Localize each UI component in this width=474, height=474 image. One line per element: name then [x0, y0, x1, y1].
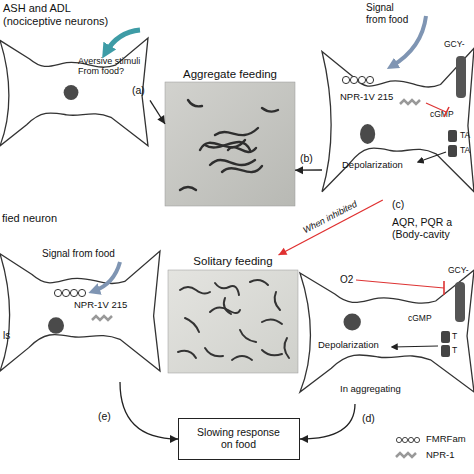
- process-text: Depolarization: [318, 340, 398, 351]
- worm: [224, 298, 231, 314]
- worm: [210, 307, 240, 313]
- panel-title: Aggregate feeding: [165, 68, 295, 81]
- oxygen-label: O2: [340, 274, 360, 286]
- neuron-cell: fied neuronSignal from foodNPR-1V 215 ls: [0, 212, 160, 382]
- worm: [180, 187, 196, 190]
- peptide-circle: [414, 437, 419, 442]
- worm: [200, 140, 245, 150]
- worm: [205, 142, 250, 150]
- worms-scattered: [178, 280, 289, 360]
- worm: [250, 280, 268, 285]
- connector: [295, 169, 322, 170]
- channel-name: T: [452, 346, 464, 356]
- connector: [120, 382, 178, 439]
- worm: [210, 160, 255, 165]
- channel-name: TA: [460, 146, 474, 156]
- worm: [180, 287, 210, 294]
- worm: [228, 147, 256, 152]
- worm: [275, 292, 280, 310]
- process-box: Slowing response on food: [178, 418, 300, 460]
- box-text: Slowing response on food: [191, 426, 286, 450]
- worm: [262, 350, 282, 355]
- cell-membrane: [300, 270, 474, 392]
- connector: [300, 404, 355, 439]
- receptor-name: NPR-1V 215: [74, 300, 154, 311]
- messenger-name: cGMP: [408, 314, 448, 324]
- photo-aggregate: [165, 82, 295, 206]
- annotation-text: When inhibited: [292, 194, 368, 240]
- cell-membrane: [0, 251, 160, 371]
- peptide-circle: [396, 437, 401, 442]
- legend-peptide-sample: [396, 437, 419, 442]
- edge-label: (c): [392, 198, 416, 210]
- neuron-cell: ASH and ADL (nociceptive neurons) Aversiv…: [0, 0, 150, 152]
- signal-text: Signal from food: [42, 248, 142, 260]
- edge-label: (d): [362, 412, 386, 424]
- legend-receptor-sample: [396, 453, 416, 457]
- cropped-text: ls: [3, 330, 23, 342]
- photo-solitary: [168, 270, 298, 373]
- arrow-head: [295, 166, 303, 174]
- worm-clump: [180, 100, 278, 190]
- process-text: Depolarization: [342, 160, 422, 171]
- panel-title: Solitary feeding: [168, 255, 298, 268]
- neuron-outline: [0, 28, 148, 152]
- messenger-name: cGMP: [430, 110, 470, 120]
- receptor-name: NPR-1V 215: [340, 92, 412, 103]
- connector: [150, 100, 165, 124]
- worm: [185, 318, 199, 332]
- arrow-head: [300, 435, 308, 443]
- worm: [262, 108, 278, 112]
- inhibition-bar: [443, 281, 445, 295]
- edge-label: (e): [98, 410, 122, 422]
- peptide-circle: [402, 437, 407, 442]
- connector: [279, 200, 383, 255]
- arrow-head: [170, 435, 178, 443]
- photo-panel: Solitary feeding: [168, 255, 298, 373]
- arrow-head: [279, 248, 288, 255]
- cell-nucleus: [48, 317, 64, 334]
- neuron-heading: ASH and ADL (nociceptive neurons): [3, 2, 125, 27]
- cell-membrane: [0, 38, 148, 146]
- worm: [215, 283, 239, 295]
- neuron-cell: Signal from foodNPR-1V 215 cGMP GCY- TA TA De…: [322, 0, 474, 200]
- worm: [232, 356, 252, 360]
- edge-label: (b): [300, 152, 324, 164]
- condition-text: In aggregating: [340, 384, 430, 395]
- peptide-circle: [408, 437, 413, 442]
- legend-text: NPR-1: [426, 450, 474, 461]
- cell-membrane: [322, 48, 474, 192]
- neuron-heading: AQR, PQR a (Body-cavity: [392, 216, 474, 240]
- arrow-head: [157, 115, 165, 124]
- worm: [205, 348, 223, 356]
- neuron-outline: [300, 259, 474, 399]
- cell-nucleus: [360, 124, 375, 144]
- worm: [240, 330, 256, 342]
- edge-label: (a): [132, 84, 156, 96]
- cell-nucleus: [344, 314, 361, 331]
- signal-text: Signal from food: [366, 2, 412, 25]
- worm: [222, 166, 262, 172]
- neuron-cell: AQR, PQR a (Body-cavityO2 GCY-cGMP TT Depol…: [300, 214, 474, 404]
- cell-nucleus: [64, 85, 79, 100]
- worm: [188, 100, 202, 106]
- inhibition-line: [356, 280, 444, 288]
- worm: [178, 351, 196, 358]
- channel-name: TA: [460, 131, 474, 141]
- channel-name: T: [452, 332, 464, 342]
- enzyme-name: GCY-: [448, 266, 474, 276]
- peptide-circle: [366, 76, 373, 83]
- legend-text: FMRFam: [426, 434, 474, 445]
- worm: [284, 338, 289, 358]
- enzyme-name: GCY-: [444, 40, 474, 50]
- stimulus-text: Aversive stimuli From food?: [78, 56, 150, 77]
- worm: [262, 319, 282, 324]
- worm: [215, 128, 258, 135]
- photo-panel: Aggregate feeding: [165, 68, 295, 208]
- neuron-heading: fied neuron: [2, 212, 92, 225]
